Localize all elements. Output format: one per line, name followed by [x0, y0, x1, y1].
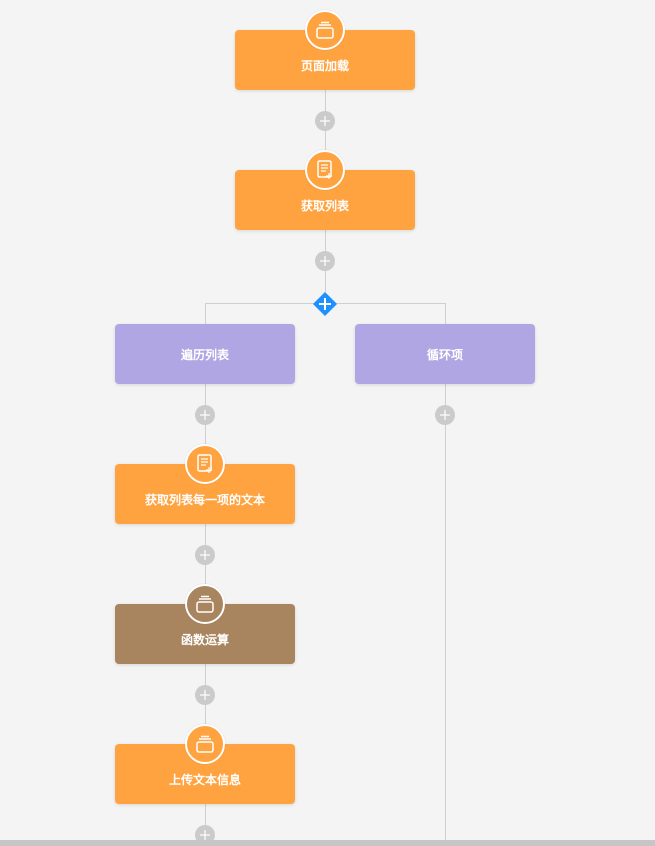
add-step-button[interactable] [435, 405, 455, 425]
node-iterate-list[interactable]: 遍历列表 [115, 324, 295, 384]
node-label: 函数运算 [180, 632, 229, 647]
node-label: 循环项 [426, 347, 463, 362]
stack-icon [185, 724, 225, 764]
node-label: 遍历列表 [180, 347, 229, 362]
branch-line-right [445, 303, 446, 324]
add-step-button[interactable] [195, 545, 215, 565]
add-step-button[interactable] [195, 685, 215, 705]
node-label: 页面加载 [300, 58, 349, 73]
add-step-button[interactable] [315, 111, 335, 131]
add-branch-button[interactable] [313, 292, 337, 316]
loop-return-line [445, 384, 446, 840]
node-loop-item[interactable]: 循环项 [355, 324, 535, 384]
node-label: 上传文本信息 [168, 772, 241, 787]
node-label: 获取列表 [300, 198, 349, 213]
document-icon [185, 444, 225, 484]
add-step-button[interactable] [195, 405, 215, 425]
stack-icon [185, 584, 225, 624]
horizontal-scrollbar[interactable] [0, 840, 655, 846]
node-label: 获取列表每一项的文本 [144, 492, 265, 507]
connector-line [205, 804, 206, 840]
add-step-button[interactable] [315, 251, 335, 271]
stack-icon [305, 10, 345, 50]
branch-line-left [205, 303, 206, 324]
document-icon [305, 150, 345, 190]
